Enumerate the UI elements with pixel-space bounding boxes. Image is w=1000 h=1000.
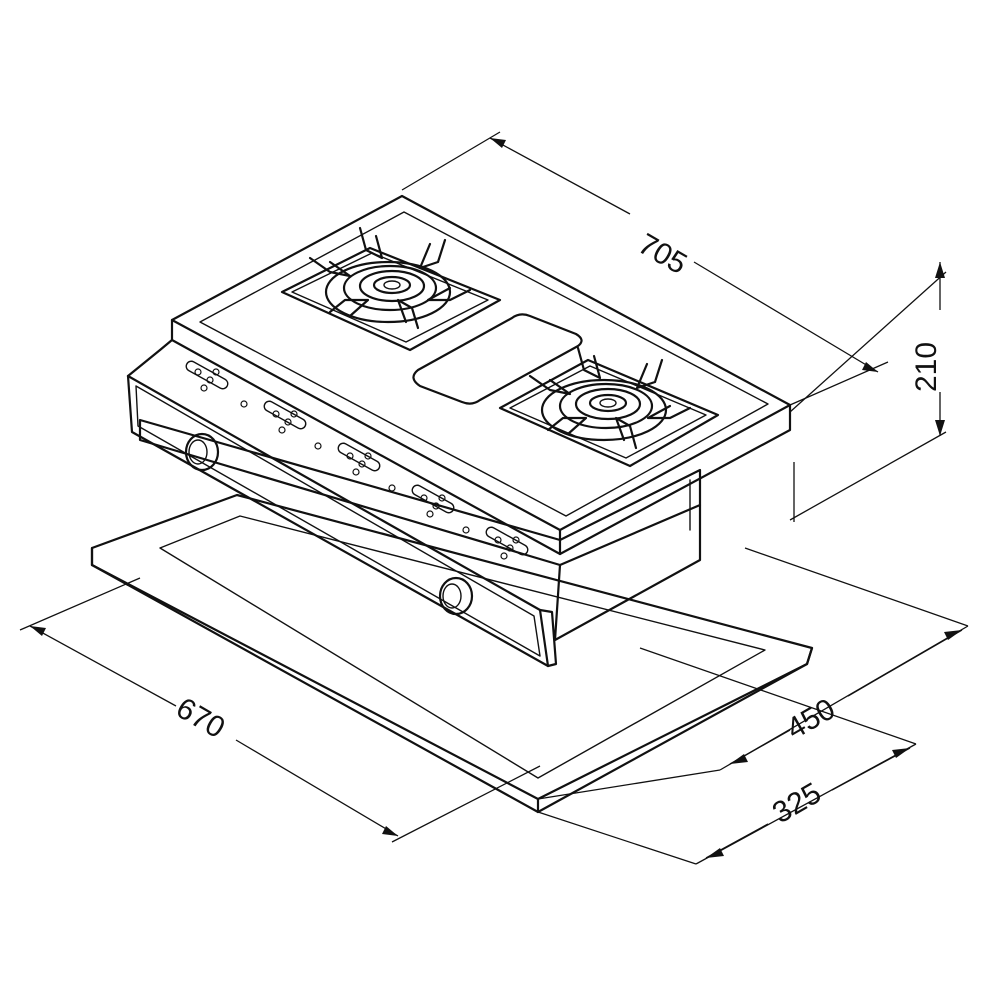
dimension-label-325: 325: [767, 776, 827, 830]
extension-lines: [537, 769, 721, 865]
control-knob-left[interactable]: [184, 432, 220, 472]
dimension-label-210: 210: [910, 342, 943, 392]
center-plate: [412, 313, 583, 405]
cooktop-body: [138, 418, 702, 642]
dimension-210: 210: [789, 262, 947, 522]
cooktop-top-plate: [170, 194, 792, 556]
dimension-705: 705: [401, 131, 889, 406]
control-knob-right[interactable]: [438, 576, 474, 616]
countertop-frame: [90, 493, 814, 814]
burner-left: [280, 226, 502, 352]
dimension-450: 450: [719, 547, 969, 771]
vent-slots: [185, 360, 529, 560]
burner-right: [498, 346, 720, 468]
control-panel: [126, 338, 558, 668]
dimension-label-670: 670: [171, 691, 231, 745]
dimension-label-705: 705: [633, 227, 693, 281]
